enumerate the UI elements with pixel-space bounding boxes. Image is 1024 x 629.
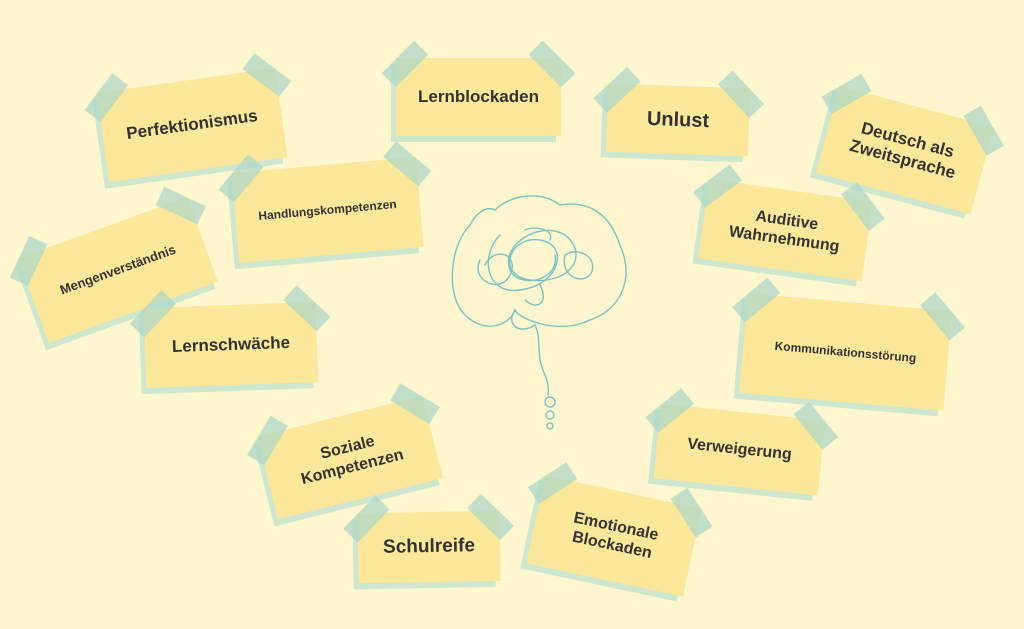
sticky-note-lernschwaeche: Lernschwäche xyxy=(143,302,319,388)
tangled-thought-bubble-icon xyxy=(451,195,627,430)
sticky-note-handlungskompetenzen: Handlungskompetenzen xyxy=(231,157,424,263)
sticky-note-unlust: Unlust xyxy=(605,83,751,157)
sticky-note-auditive-wahrnehmung: Auditive Wahrnehmung xyxy=(698,178,873,282)
note-label: Verweigerung xyxy=(686,435,793,464)
note-label: Handlungskompetenzen xyxy=(257,196,398,223)
note-label: Auditive Wahrnehmung xyxy=(727,207,841,256)
note-label: Lernschwäche xyxy=(171,332,291,356)
sticky-note-kommunikationsstoerung: Kommunikationsstörung xyxy=(739,293,952,411)
note-label: Lernblockaden xyxy=(418,86,539,106)
note-label: Schulreife xyxy=(382,534,476,558)
sticky-note-lernblockaden: Lernblockaden xyxy=(396,58,561,136)
note-label: Unlust xyxy=(646,107,710,133)
note-label: Perfektionismus xyxy=(125,105,259,143)
note-label: Emotionale Blockaden xyxy=(570,509,660,563)
note-label: Kommunikationsstörung xyxy=(774,338,917,365)
sticky-note-soziale-kompetenzen: Soziale Kompetenzen xyxy=(257,395,443,520)
note-label: Deutsch als Zweitsprache xyxy=(847,117,958,183)
sticky-note-schulreife: Schulreife xyxy=(357,510,501,584)
note-label: Soziale Kompetenzen xyxy=(299,433,406,488)
sticky-note-verweigerung: Verweigerung xyxy=(653,403,826,496)
sticky-note-emotionale-blockaden: Emotionale Blockaden xyxy=(526,475,702,597)
